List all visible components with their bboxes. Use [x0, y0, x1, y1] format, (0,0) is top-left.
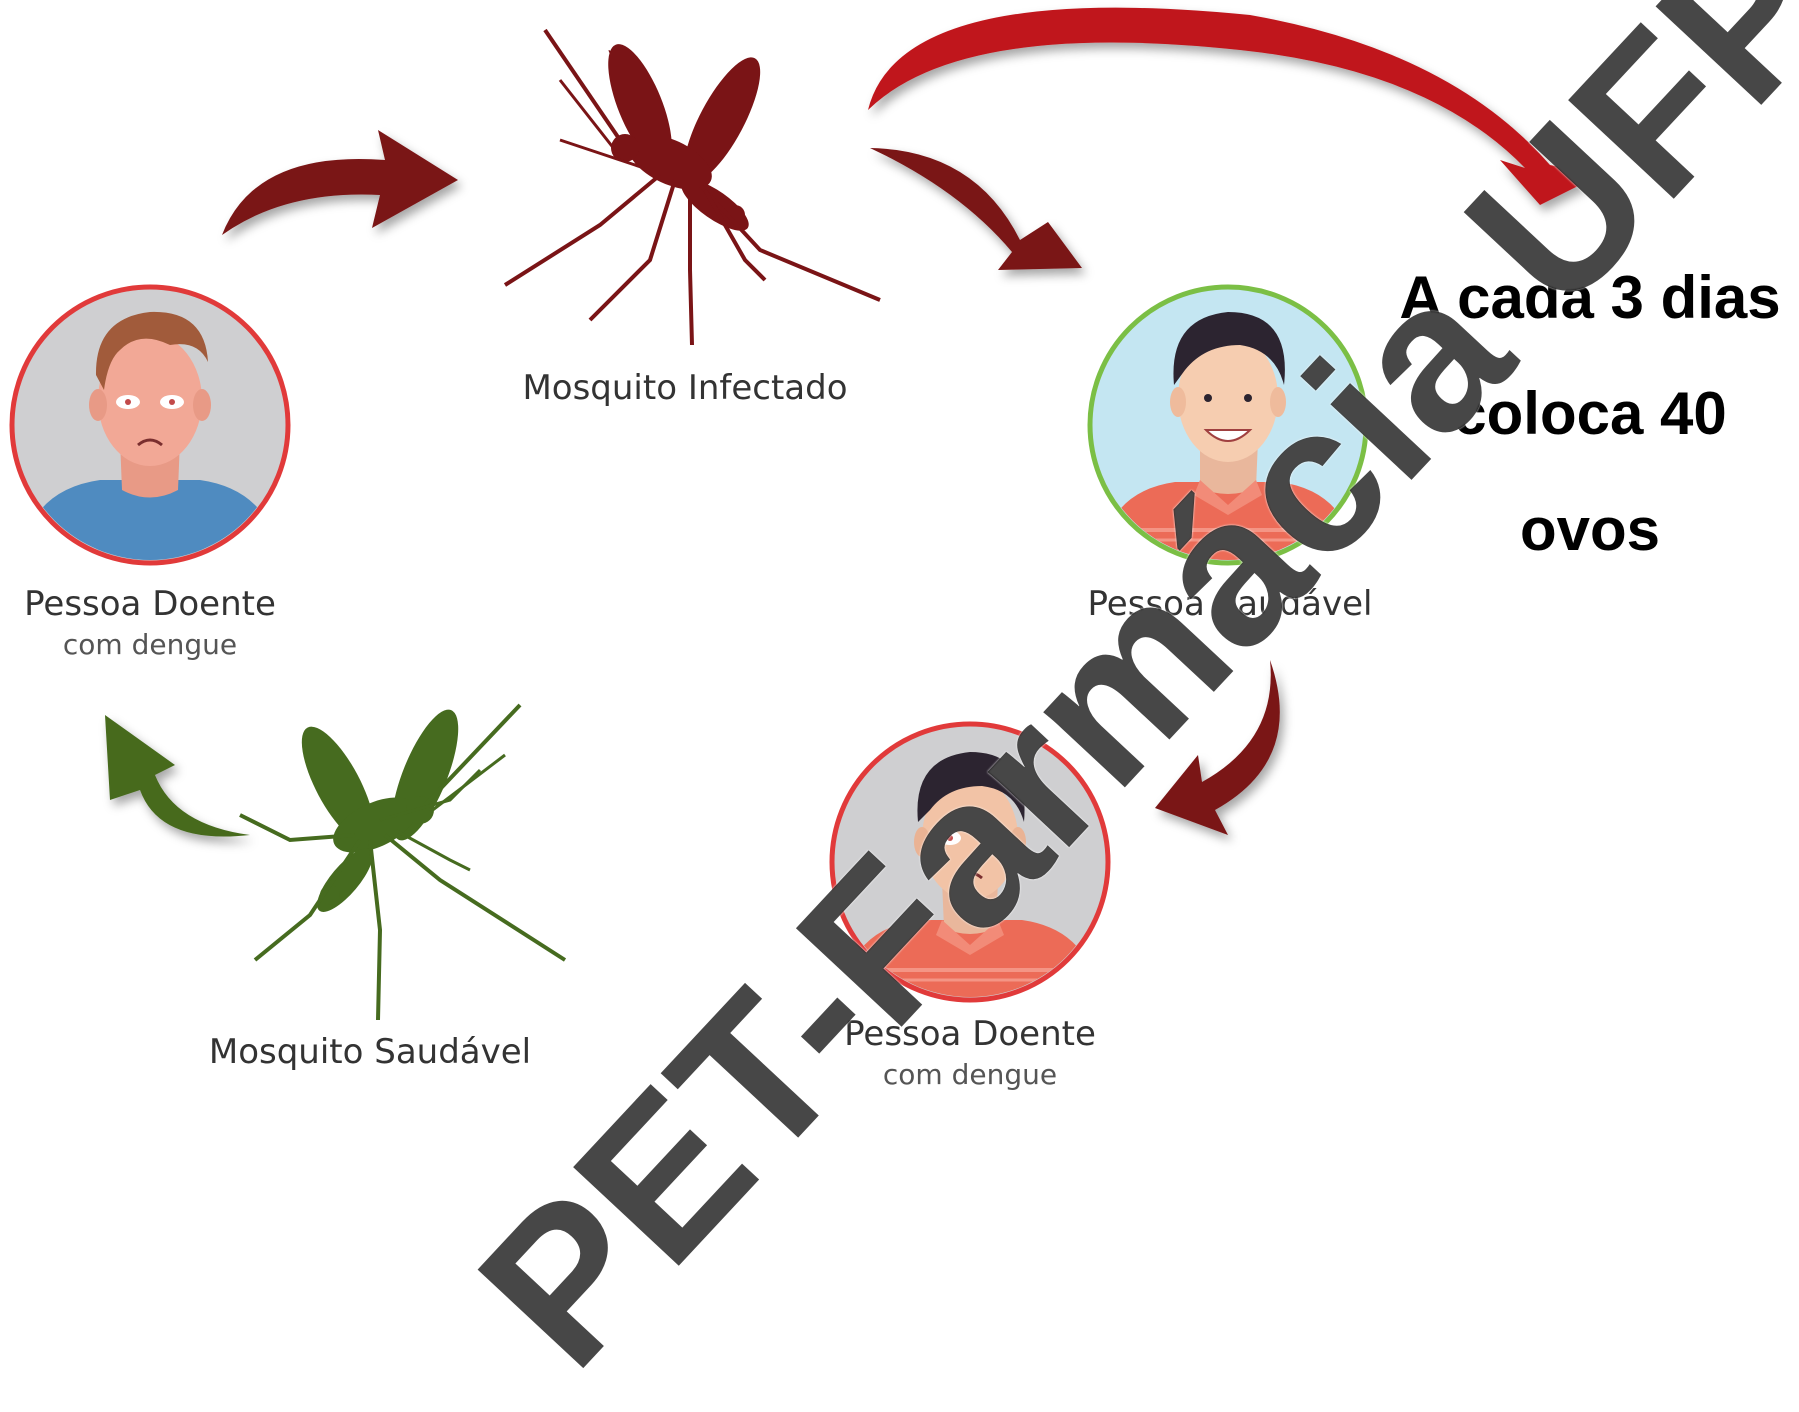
healthy-person-label: Pessoa Saudável	[1080, 582, 1380, 626]
eggs-note-line3: ovos	[1380, 472, 1799, 588]
eggs-note-line1: A cada 3 dias	[1380, 240, 1799, 356]
sick-person-bottom-detail: com dengue	[840, 1056, 1100, 1094]
healthy-mosquito-label: Mosquito Saudável	[200, 1030, 540, 1074]
sick-person-left-name: Pessoa Doente	[20, 582, 280, 626]
arrow-to-eggs-note	[868, 8, 1600, 205]
sick-person-left-label: Pessoa Doente com dengue	[20, 582, 280, 664]
infected-mosquito-name: Mosquito Infectado	[500, 366, 870, 410]
arrow-to-sick-person-bottom	[1155, 660, 1280, 835]
arrow-to-healthy-person	[870, 148, 1082, 270]
sick-person-left-detail: com dengue	[20, 626, 280, 664]
healthy-mosquito-icon	[240, 702, 565, 1020]
sick-person-bottom-name: Pessoa Doente	[840, 1012, 1100, 1056]
dengue-cycle-diagram: Pessoa Doente com dengue Mosquito Infect…	[0, 0, 1799, 1094]
sick-person-left-avatar	[12, 287, 288, 563]
healthy-person-avatar	[1090, 287, 1366, 565]
arrow-to-infected-mosquito	[222, 130, 458, 235]
eggs-note: A cada 3 dias coloca 40 ovos	[1380, 240, 1799, 588]
infected-mosquito-icon	[505, 30, 880, 345]
infected-mosquito-label: Mosquito Infectado	[500, 366, 870, 410]
healthy-person-name: Pessoa Saudável	[1080, 582, 1380, 626]
sick-person-bottom-avatar	[832, 724, 1108, 1002]
healthy-mosquito-name: Mosquito Saudável	[200, 1030, 540, 1074]
arrow-to-sick-person-left	[105, 715, 250, 837]
sick-person-bottom-label: Pessoa Doente com dengue	[840, 1012, 1100, 1094]
eggs-note-line2: coloca 40	[1380, 356, 1799, 472]
